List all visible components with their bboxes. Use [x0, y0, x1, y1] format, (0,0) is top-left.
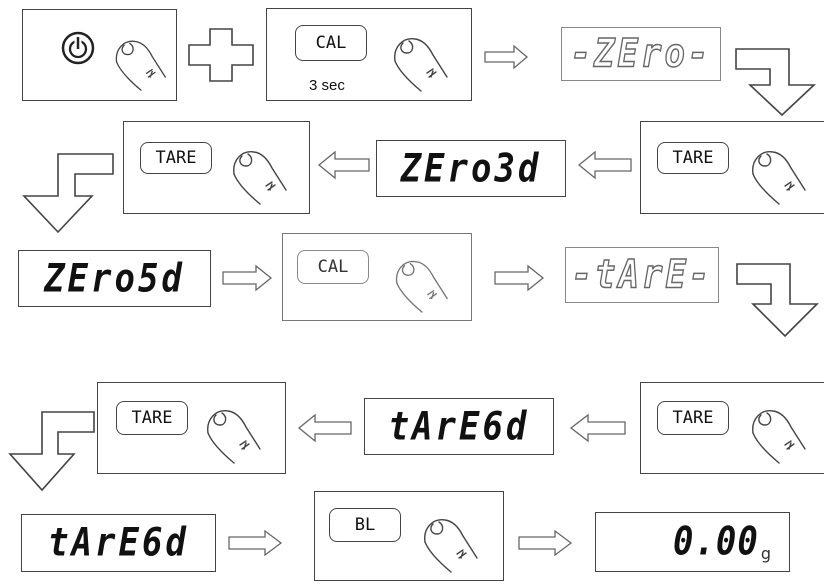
cal-key-label: CAL [315, 33, 347, 53]
step-power-button [22, 9, 177, 101]
weight-unit: g [760, 544, 771, 563]
cal-key[interactable]: CAL [297, 250, 369, 284]
display-tare6d-final: tArE6d [21, 514, 216, 572]
step-tare-press: TARE [97, 382, 286, 474]
elbow-down-arrow-icon [736, 263, 819, 338]
arrow-left-icon [569, 413, 626, 443]
display-zero3d: ZEro3d [376, 140, 566, 197]
tare-key-label: TARE [672, 408, 714, 428]
tare-key[interactable]: TARE [657, 142, 729, 174]
arrow-right-icon [228, 529, 283, 557]
elbow-down-arrow-icon [22, 153, 114, 234]
step-tare-press: TARE [123, 121, 310, 214]
finger-icon [752, 151, 806, 205]
finger-icon [233, 151, 287, 205]
tare-key[interactable]: TARE [140, 142, 212, 174]
step-tare-press: TARE [640, 382, 824, 474]
step-bl-press: BL [314, 491, 504, 581]
arrow-right-icon [222, 264, 273, 292]
finger-icon [395, 260, 448, 313]
tare-key[interactable]: TARE [657, 401, 729, 435]
tare-key-label: TARE [155, 148, 197, 168]
cal-key-label: CAL [317, 257, 349, 277]
plus-icon [188, 28, 254, 82]
power-icon [61, 31, 95, 65]
display-zero: -ZEro- [561, 27, 721, 81]
cal-key[interactable]: CAL [295, 25, 367, 61]
tare-key-label: TARE [131, 408, 173, 428]
finger-icon [394, 38, 448, 92]
display-zero5d: ZEro5d [18, 250, 211, 307]
arrow-right-icon [518, 529, 573, 557]
finger-icon [752, 410, 806, 464]
step-cal-press: CAL [282, 233, 472, 321]
step-tare-press: TARE [640, 121, 824, 214]
finger-icon [207, 410, 261, 464]
hold-duration: 3 sec [309, 77, 345, 94]
finger-icon [115, 40, 166, 91]
arrow-left-icon [317, 150, 370, 180]
display-weight: 0.00 g [595, 512, 790, 572]
display-tare: -tArE- [565, 247, 719, 303]
bl-key[interactable]: BL [329, 508, 401, 542]
display-tare6d: tArE6d [364, 398, 554, 455]
bl-key-label: BL [354, 515, 376, 535]
tare-key-label: TARE [672, 148, 714, 168]
arrow-right-icon [484, 44, 529, 70]
arrow-left-icon [577, 150, 632, 180]
finger-icon [424, 519, 478, 573]
tare-key[interactable]: TARE [116, 401, 188, 435]
arrow-left-icon [297, 413, 352, 443]
arrow-right-icon [494, 264, 545, 292]
elbow-down-arrow-icon [735, 48, 817, 117]
step-cal-hold: CAL 3 sec [266, 8, 472, 101]
elbow-down-arrow-icon [8, 411, 95, 492]
